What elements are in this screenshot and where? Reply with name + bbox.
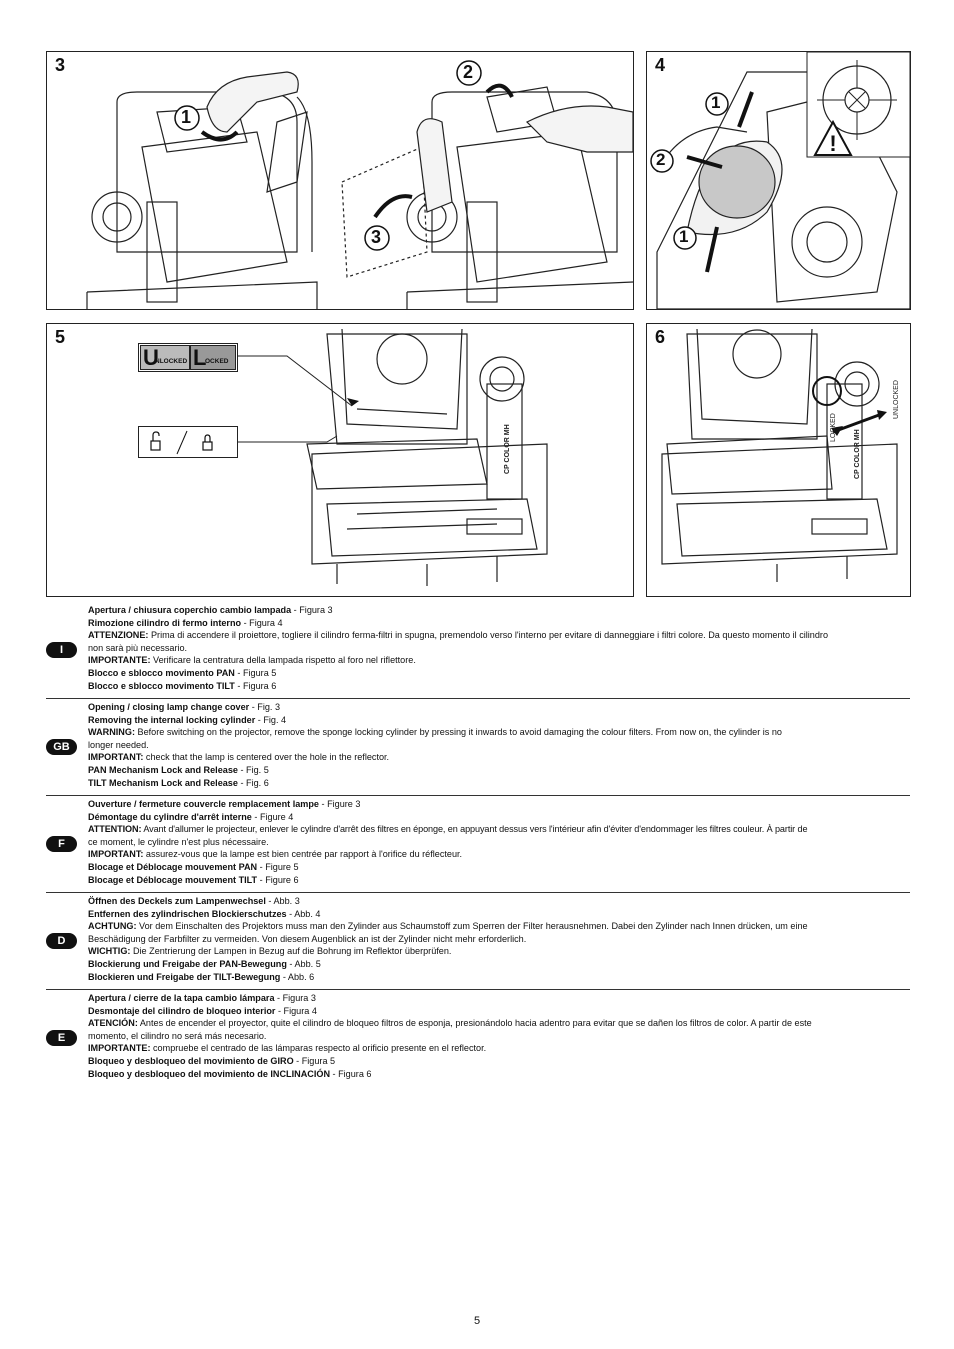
lock-label-plate: U NLOCKED L OCKED	[138, 343, 238, 372]
text-line: IMPORTANT: assurez-vous que la lampe est…	[88, 849, 463, 860]
text-line: IMPORTANTE: Verificare la centratura del…	[88, 655, 416, 666]
svg-text:CP COLOR MH: CP COLOR MH	[504, 424, 511, 474]
figure-number: 3	[52, 55, 69, 76]
language-badge: I	[46, 642, 77, 658]
section-spanish: E Apertura / cierre de la tapa cambio lá…	[46, 992, 910, 1084]
text-line: Beschädigung der Farbfilter zu vermeiden…	[88, 933, 527, 944]
text-line: Apertura / chiusura coperchio cambio lam…	[88, 605, 333, 615]
callout-1: 1	[181, 107, 192, 127]
text-line: ATENCIÓN: Antes de encender el proyector…	[88, 1018, 812, 1029]
lock-symbols-box	[138, 426, 238, 458]
section-text: Ouverture / fermeture couvercle remplace…	[88, 798, 910, 886]
text-line: Ouverture / fermeture couvercle remplace…	[88, 799, 361, 809]
locked-label: L OCKED	[190, 345, 236, 370]
text-line: Apertura / cierre de la tapa cambio lámp…	[88, 993, 316, 1003]
text-line: WICHTIG: Die Zentrierung der Lampen in B…	[88, 946, 452, 957]
language-badge: D	[46, 933, 77, 949]
section-italian: I Apertura / chiusura coperchio cambio l…	[46, 604, 910, 699]
unlocked-initial: U	[143, 345, 159, 370]
model-text: CP COLOR MH	[854, 429, 861, 479]
figure-5: CP COLOR MH 5 U NLOCKED L OCKED	[46, 323, 634, 597]
figure-4: ! 4 1 2 1	[646, 51, 911, 310]
padlock-icons	[150, 430, 213, 455]
callout-1-lower: 1	[679, 227, 689, 246]
text-line: non sarà più necessario.	[88, 642, 188, 653]
locked-text: LOCKED	[830, 413, 837, 442]
callout-3: 3	[371, 227, 382, 247]
callout-2: 2	[463, 62, 474, 82]
text-line: ATTENTION: Avant d'allumer le projecteur…	[88, 824, 808, 835]
text-line: Desmontaje del cilindro de bloqueo inter…	[88, 1005, 317, 1016]
callout-1: 1	[711, 93, 721, 112]
section-german: D Öffnen des Deckels zum Lampenwechsel -…	[46, 895, 910, 990]
locked-rest: OCKED	[205, 358, 229, 365]
figure-number: 4	[652, 55, 669, 76]
figure-6: LOCKED UNLOCKED CP COLOR MH 6	[646, 323, 911, 597]
figure-3: 3 1 2 3	[46, 51, 634, 310]
text-line: IMPORTANTE: compruebe el centrado de las…	[88, 1043, 487, 1054]
text-line: WARNING: Before switching on the project…	[88, 727, 782, 738]
language-badge: F	[46, 836, 77, 852]
text-line: Blockierung und Freigabe der PAN-Bewegun…	[88, 958, 321, 969]
open-padlock-icon	[150, 431, 161, 451]
text-line: Bloqueo y desbloqueo del movimiento de I…	[88, 1068, 372, 1079]
text-line: Rimozione cilindro di fermo interno - Fi…	[88, 617, 283, 628]
text-line: IMPORTANT: check that the lamp is center…	[88, 752, 390, 763]
text-line: PAN Mechanism Lock and Release - Fig. 5	[88, 764, 269, 775]
language-badge: E	[46, 1030, 77, 1046]
text-line: Blocco e sblocco movimento TILT - Figura…	[88, 680, 277, 691]
figure-number: 6	[652, 327, 669, 348]
warning-icon: !	[829, 131, 836, 156]
figure-5-illustration: CP COLOR MH	[237, 328, 548, 586]
section-text: Opening / closing lamp change cover - Fi…	[88, 701, 910, 789]
language-badge: GB	[46, 739, 77, 755]
text-line: Öffnen des Deckels zum Lampenwechsel - A…	[88, 896, 300, 906]
text-line: TILT Mechanism Lock and Release - Fig. 6	[88, 777, 269, 788]
text-line: ACHTUNG: Vor dem Einschalten des Projekt…	[88, 921, 808, 932]
text-line: Démontage du cylindre d'arrêt interne - …	[88, 811, 294, 822]
figure-3-illustration	[86, 60, 633, 309]
closed-padlock-icon	[202, 434, 213, 451]
text-line: momento, el cilindro no será más necesar…	[88, 1030, 267, 1041]
locked-initial: L	[193, 345, 207, 370]
text-line: Blocco e sblocco movimento PAN - Figura …	[88, 667, 277, 678]
section-divider	[46, 989, 910, 990]
unlocked-rest: NLOCKED	[155, 358, 188, 365]
section-text: Öffnen des Deckels zum Lampenwechsel - A…	[88, 895, 910, 983]
section-french: F Ouverture / fermeture couvercle rempla…	[46, 798, 910, 893]
section-text: Apertura / cierre de la tapa cambio lámp…	[88, 992, 910, 1080]
section-divider	[46, 892, 910, 893]
text-line: Opening / closing lamp change cover - Fi…	[88, 702, 281, 712]
text-line: Blocage et Déblocage mouvement TILT - Fi…	[88, 874, 299, 885]
unlocked-label: U NLOCKED	[140, 345, 190, 370]
text-line: Blockieren und Freigabe der TILT-Bewegun…	[88, 971, 315, 982]
figure-4-illustration: !	[650, 52, 910, 309]
section-english: GB Opening / closing lamp change cover -…	[46, 701, 910, 796]
figure-6-illustration: LOCKED UNLOCKED CP COLOR MH	[661, 328, 900, 582]
section-text: Apertura / chiusura coperchio cambio lam…	[88, 604, 910, 692]
text-line: ATTENZIONE: Prima di accendere il proiet…	[88, 630, 828, 641]
page-number: 5	[473, 1315, 481, 1327]
unlocked-text: UNLOCKED	[893, 380, 900, 419]
section-divider	[46, 795, 910, 796]
text-line: Bloqueo y desbloqueo del movimiento de G…	[88, 1055, 336, 1066]
text-line: ce moment, le cylindre n'est plus nécess…	[88, 836, 269, 847]
figure-number: 5	[52, 327, 69, 348]
callout-2: 2	[656, 150, 666, 169]
text-line: Removing the internal locking cylinder -…	[88, 714, 287, 725]
text-line: Entfernen des zylindrischen Blockierschu…	[88, 908, 321, 919]
section-divider	[46, 698, 910, 699]
text-line: Blocage et Déblocage mouvement PAN - Fig…	[88, 861, 299, 872]
text-line: longer needed.	[88, 739, 149, 750]
